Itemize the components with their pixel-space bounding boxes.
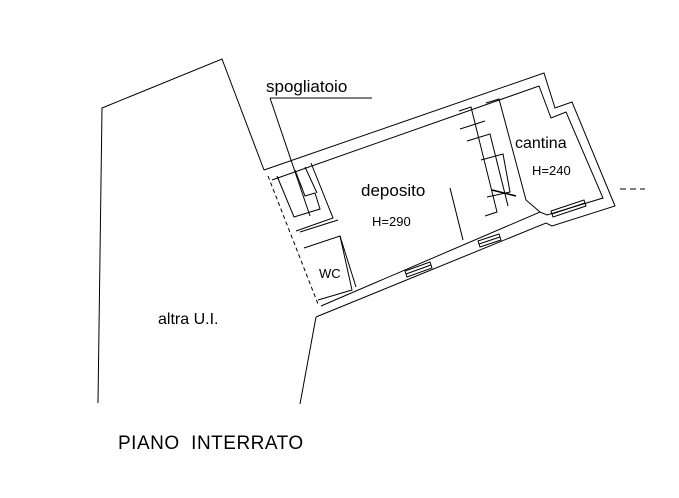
floor-title: PIANO INTERRATO [118, 433, 304, 454]
outer-wall-outer [263, 72, 616, 318]
central-partition-right [466, 133, 509, 207]
spogliatoio-partition [294, 169, 303, 189]
outer-wall-inner [271, 85, 604, 307]
room-label-spogliatoio: spogliatoio [266, 77, 348, 96]
deposito-inner-wall [449, 187, 464, 241]
wc-wall [303, 235, 353, 301]
room-height-deposito: H=290 [372, 214, 411, 229]
window-deposito-right [477, 233, 502, 248]
dashed-boundary [267, 175, 319, 305]
spogliatoio-door [304, 166, 318, 194]
cantina-left-wall [485, 98, 541, 213]
neighbour-unit-lower-edge [299, 316, 317, 405]
room-label-deposito: deposito [361, 181, 426, 200]
stair-line [491, 189, 517, 197]
central-partition-mid [459, 120, 486, 130]
spogliatoio-wall [276, 175, 321, 218]
spogliatoio-leader-diag [269, 97, 311, 217]
area-label-altra-ui: altra U.I. [158, 311, 219, 328]
window-cantina [550, 199, 587, 218]
wc-inner-wall [299, 219, 339, 233]
window-deposito-bottom [404, 261, 433, 278]
neighbour-unit-outline [97, 58, 265, 404]
room-height-cantina: H=240 [532, 163, 571, 178]
room-label-wc: WC [319, 266, 341, 281]
wc-right-wall [339, 235, 357, 288]
spogliatoio-right-wall [295, 162, 334, 232]
stair-block [480, 153, 511, 198]
room-label-cantina: cantina [515, 135, 567, 152]
